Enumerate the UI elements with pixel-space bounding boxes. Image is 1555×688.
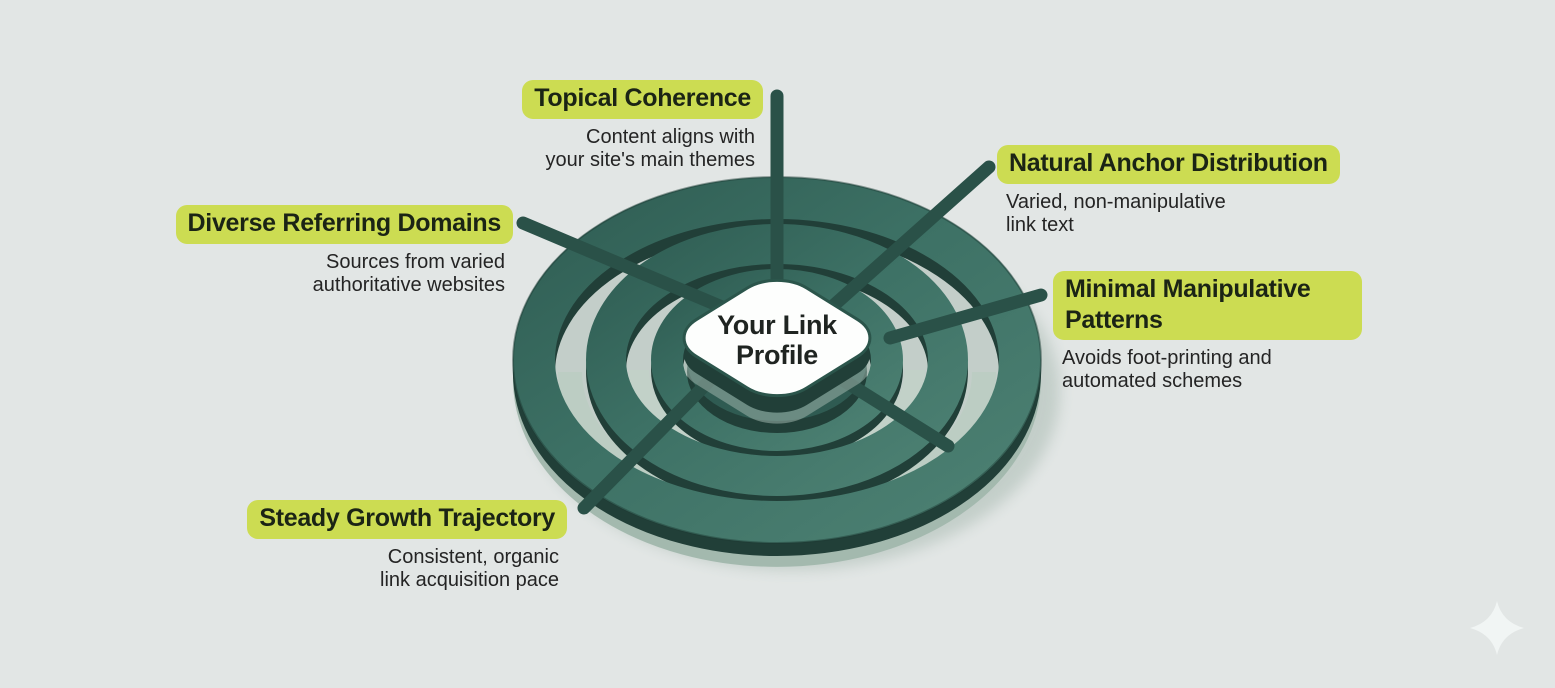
callout-description: Avoids foot-printing and automated schem…: [1062, 347, 1272, 392]
callout-title-pill: Steady Growth Trajectory: [247, 500, 567, 539]
callout-description: Consistent, organic link acquisition pac…: [380, 545, 559, 591]
callout-steady-growth-trajectory: Steady Growth Trajectory Consistent, org…: [247, 500, 567, 592]
callout-description: Varied, non-manipulative link text: [1006, 190, 1226, 236]
spokes: [516, 89, 1048, 515]
center-title: Your Link Profile: [717, 310, 837, 370]
callout-description: Sources from varied authoritative websit…: [312, 250, 505, 296]
callout-title-pill: Topical Coherence: [522, 80, 763, 119]
callout-diverse-referring-domains: Diverse Referring Domains Sources from v…: [175, 205, 513, 297]
sparkle-icon: [1470, 601, 1524, 655]
callout-description: Content aligns with your site's main the…: [545, 125, 755, 171]
callout-topical-coherence: Topical Coherence Content aligns with yo…: [522, 80, 763, 172]
callout-title-pill: Diverse Referring Domains: [175, 205, 513, 244]
callout-natural-anchor-distribution: Natural Anchor Distribution Varied, non-…: [997, 145, 1340, 237]
callout-title-pill: Natural Anchor Distribution: [997, 145, 1340, 184]
callout-title-pill: Minimal Manipulative Patterns: [1053, 271, 1362, 340]
spoke-lower-left: [577, 364, 726, 515]
spoke-right: [883, 288, 1048, 345]
center-diamond: [667, 270, 888, 424]
spoke-upper-right: [826, 160, 996, 313]
callout-minimal-manipulative-patterns: Minimal Manipulative Patterns Avoids foo…: [1053, 271, 1362, 393]
spoke-upper-left: [516, 216, 729, 314]
